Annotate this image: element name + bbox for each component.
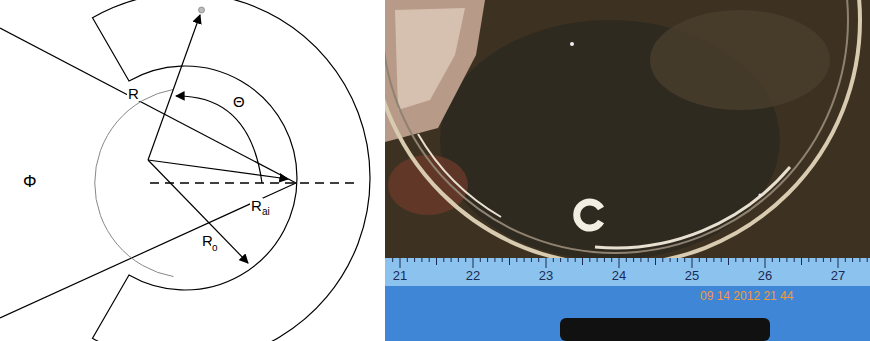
ruler-tick: [414, 258, 415, 262]
ruler-number: 23: [539, 269, 553, 282]
angle-label: Θ: [232, 94, 246, 109]
ruler-tick: [553, 258, 554, 262]
ruler-tick: [392, 258, 393, 262]
ruler-tick: [772, 258, 773, 262]
ruler-tick: [801, 258, 802, 265]
ruler-tick: [524, 258, 525, 262]
ruler-number: 26: [758, 269, 772, 282]
ruler-number: 25: [685, 269, 699, 282]
ruler-tick: [407, 258, 408, 262]
ruler-tick: [692, 258, 693, 268]
ruler-tick: [640, 258, 641, 262]
ruler-tick: [589, 258, 590, 262]
ruler-number: 22: [466, 269, 480, 282]
ruler-tick: [502, 258, 503, 262]
radius-vector: [148, 160, 248, 263]
ruler-tick: [575, 258, 576, 262]
ruler-number: 27: [831, 269, 845, 282]
ruler-tick: [509, 258, 510, 265]
ruler-tick: [735, 258, 736, 262]
ruler-tick: [648, 258, 649, 262]
ruler-tick: [494, 258, 495, 262]
ruler-tick: [458, 258, 459, 262]
ruler-tick: [451, 258, 452, 262]
ruler-tick: [655, 258, 656, 265]
ruler-tick: [487, 258, 488, 262]
angle-arc: [176, 96, 262, 183]
ruler-number: 24: [612, 269, 626, 282]
radius-vector: [148, 15, 200, 160]
subscript: o: [211, 243, 219, 253]
photo: [385, 0, 870, 341]
original-circle-arc: [95, 89, 174, 276]
timestamp: 09 14 2012 21 44: [700, 290, 793, 302]
ruler-tick: [582, 258, 583, 265]
ruler-tick: [728, 258, 729, 265]
ruler-tick: [838, 258, 839, 268]
ruler-tick: [794, 258, 795, 262]
ruler-tick: [743, 258, 744, 262]
ruler-tick: [786, 258, 787, 262]
ruler-tick: [808, 258, 809, 262]
ruler-tick: [604, 258, 605, 262]
ruler-tick: [859, 258, 860, 262]
ruler-tick: [473, 258, 474, 268]
subscript: ai: [261, 207, 271, 217]
ruler-tick: [538, 258, 539, 262]
ruler-tick: [597, 258, 598, 262]
ruler-tick: [677, 258, 678, 262]
angle-label: Φ: [22, 173, 38, 190]
ruler-tick: [684, 258, 685, 262]
ruler-tick: [400, 258, 401, 268]
ruler-tick: [816, 258, 817, 262]
ruler-tick: [852, 258, 853, 262]
ruler-tick: [757, 258, 758, 262]
ruler-tick: [465, 258, 466, 262]
ruler-tick: [611, 258, 612, 262]
ruler-tick: [830, 258, 831, 262]
ruler-tick: [516, 258, 517, 262]
ruler-tick: [867, 258, 868, 262]
ruler-tick: [421, 258, 422, 262]
ruler-tick: [670, 258, 671, 262]
cut-line: [0, 183, 296, 318]
tip-dot: [199, 7, 205, 13]
radius-vector: [148, 160, 288, 179]
ruler-tick: [443, 258, 444, 262]
geometry-diagram: [0, 0, 370, 341]
ruler-tick: [480, 258, 481, 262]
symmetry-axis: [150, 182, 355, 184]
ruler-tick: [567, 258, 568, 262]
ruler-tick: [560, 258, 561, 262]
ruler-tick: [750, 258, 751, 262]
ruler-tick: [626, 258, 627, 262]
ruler-tick: [633, 258, 634, 262]
ruler-tick: [546, 258, 547, 268]
annulus-outline: [93, 0, 371, 341]
ruler-tick: [823, 258, 824, 262]
ruler-tick: [662, 258, 663, 262]
ruler-tick: [706, 258, 707, 262]
ruler-tick: [721, 258, 722, 262]
ruler-tick: [429, 258, 430, 262]
ruler-tick: [436, 258, 437, 265]
ruler-tick: [765, 258, 766, 268]
ruler-tick: [713, 258, 714, 262]
ruler-number: 21: [393, 269, 407, 282]
ruler-tick: [619, 258, 620, 268]
ruler-tick: [845, 258, 846, 262]
ruler-tick: [531, 258, 532, 262]
ruler-tick: [779, 258, 780, 262]
ruler-tick: [699, 258, 700, 262]
ruler-ticks: [393, 258, 868, 268]
symbol-label: R: [127, 86, 140, 101]
